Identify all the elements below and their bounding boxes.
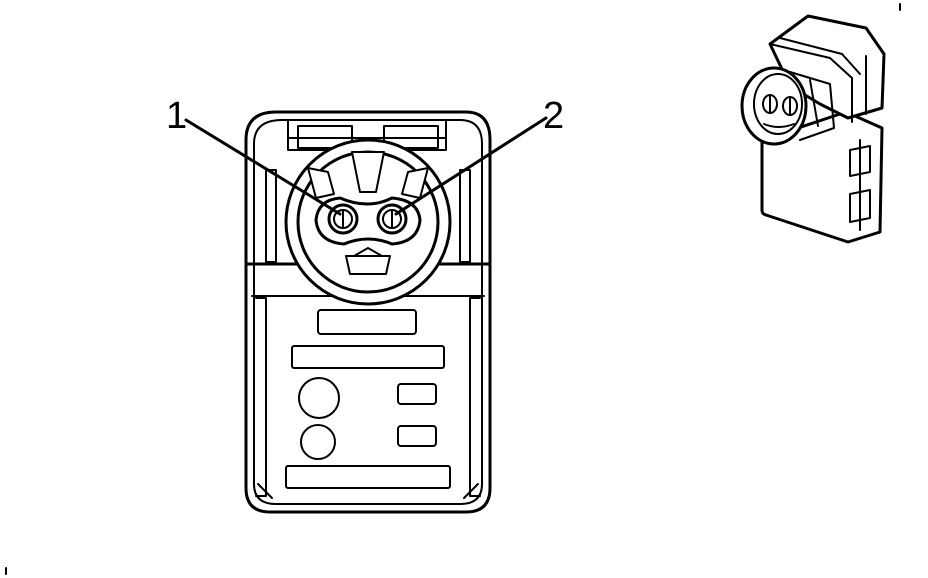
mating-cavity — [284, 138, 452, 306]
housing-inner-edge — [253, 119, 483, 505]
label-slot-2 — [291, 345, 445, 369]
right-channel — [469, 297, 481, 497]
leader-line-1 — [184, 118, 342, 216]
connector-face-view: 1 2 — [166, 95, 564, 514]
round-boss-lower — [300, 424, 336, 460]
pin-label-2: 2 — [543, 95, 564, 137]
connector-isometric-view — [740, 14, 886, 244]
left-channel — [255, 297, 267, 497]
square-boss-lower — [397, 425, 437, 447]
label-slot-1 — [317, 309, 417, 335]
round-boss-upper — [298, 377, 340, 419]
leader-line-2 — [394, 116, 548, 216]
pin-label-1: 1 — [166, 95, 187, 137]
square-boss-upper — [397, 383, 437, 405]
label-slot-bottom — [285, 465, 451, 489]
